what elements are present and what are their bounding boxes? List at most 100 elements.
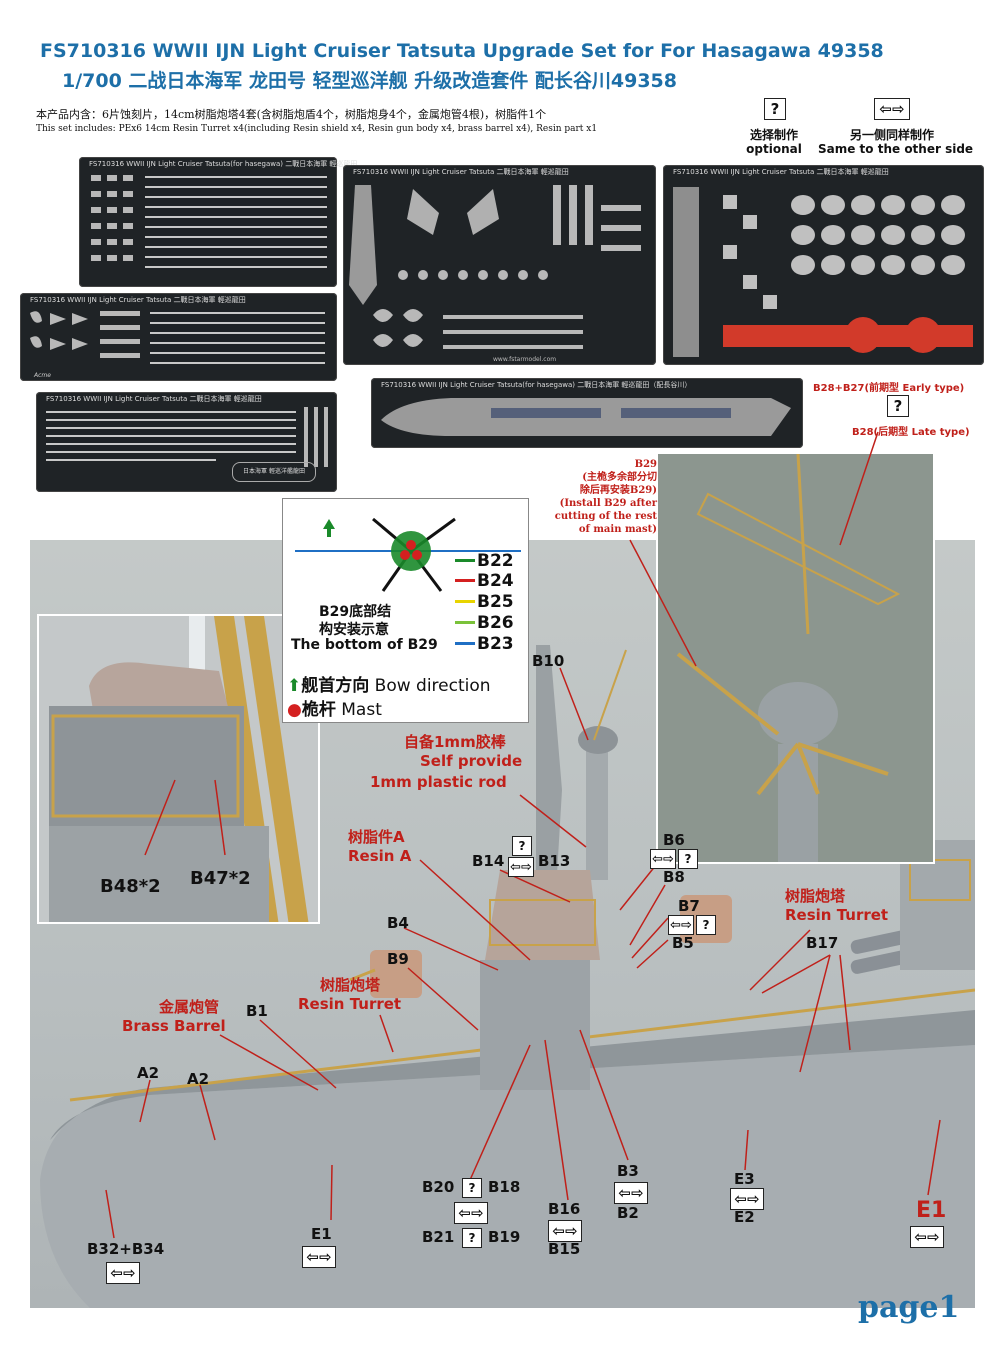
callout-b17: B17 [806,934,839,952]
b29-caption-cn1: B29底部结 [319,604,392,620]
mast-legend: ●桅杆 Mast [287,695,382,720]
e1-right-same-side-icon: ⇦⇨ [910,1226,944,1248]
callout-b48: B48*2 [100,876,161,897]
fret-d-parts [30,311,325,364]
callout-b7: B7 [678,897,700,915]
b23-label: B23 [477,634,514,654]
callout-a2-right: A2 [187,1070,210,1088]
b29-note-line: B29 [634,459,657,470]
callout-b9: B9 [387,950,409,968]
callout-b32-b34: B32+B34 [87,1240,165,1258]
page-number: page1 [858,1290,960,1325]
callout-resin-a-en: Resin A [348,847,412,865]
b24-label: B24 [477,571,514,591]
fret-d-brand: Acme [34,372,51,379]
b25-color-swatch [455,600,475,603]
callout-b6: B6 [663,831,685,849]
mast-en: Mast [341,700,382,720]
fret-a: FS710316 WWII IJN Light Cruiser Tatsuta(… [79,157,357,287]
fret-a-parts [91,175,327,268]
callout-turret-en-right: Resin Turret [785,906,889,924]
mast-early-label: B28+B27(前期型 Early type) [813,383,965,394]
b26-label: B26 [477,613,514,633]
fret-c-title: FS710316 WWII IJN Light Cruiser Tatsuta … [673,168,889,176]
callout-brass-en: Brass Barrel [122,1017,226,1035]
callout-b16: B16 [548,1200,581,1218]
contents-note-cn: 本产品内含：6片蚀刻片，14cm树脂炮塔4套(含树脂炮盾4个，树脂炮身4个，金属… [36,108,547,121]
fret-f-parts [381,398,791,436]
bow-arrow-icon: ⬆ [287,676,302,696]
e1-left-same-side-icon: ⇦⇨ [302,1246,336,1268]
callout-b15: B15 [548,1240,581,1258]
b23-color-swatch [455,642,475,645]
callout-b10: B10 [532,652,565,670]
callout-b2: B2 [617,1204,639,1222]
b18-same-side-icon: ⇦⇨ [454,1202,488,1224]
document-title: FS710316 WWII IJN Light Cruiser Tatsuta … [40,40,884,62]
callout-turret-en-left: Resin Turret [298,995,402,1013]
callout-resin-a-cn: 树脂件A [348,828,405,846]
mast-cn: 桅杆 [301,700,336,720]
b7-same-side-icon: ⇦⇨ [668,915,694,935]
mast-top-detail-photo [656,452,935,864]
callout-brass-cn: 金属炮管 [159,998,220,1016]
callout-e2: E2 [734,1208,755,1226]
callout-rod-en2: 1mm plastic rod [370,773,507,791]
fret-b-title: FS710316 WWII IJN Light Cruiser Tatsuta … [353,168,569,176]
optional-legend-en: optional [746,142,802,156]
fret-f-title: FS710316 WWII IJN Light Cruiser Tatsuta(… [381,381,692,389]
b29-diagram-box: B22 B24 B25 B26 B23 B29底部结 构安装示意 The bot… [282,498,529,723]
b29-caption-cn2: 构安装示意 [319,622,389,638]
fret-b-parts [349,185,641,349]
fret-e-title: FS710316 WWII IJN Light Cruiser Tatsuta … [46,395,262,403]
callout-rod-en1: Self provide [420,752,523,770]
bridge-detail-photo [37,614,320,924]
callout-a2-left: A2 [137,1064,160,1082]
b22-color-swatch [455,559,475,562]
b29-caption-en: The bottom of B29 [291,637,438,653]
callout-b3: B3 [617,1162,639,1180]
b29-note-line: cutting of the rest [554,511,657,522]
b29-install-note: B29 (主桅多余部分切 除后再安装B29) (Install B29 afte… [525,458,657,536]
fret-d: FS710316 WWII IJN Light Cruiser Tatsuta … [20,293,337,381]
callout-b8: B8 [663,868,685,886]
mast-optional-icon: ? [887,395,909,417]
callout-b47: B47*2 [190,868,251,889]
callout-b19: B19 [488,1228,521,1246]
b20-optional-icon: ? [462,1178,482,1198]
callout-b21: B21 [422,1228,455,1246]
callout-b13: B13 [538,852,571,870]
fret-e: FS710316 WWII IJN Light Cruiser Tatsuta … [36,392,337,492]
callout-b14: B14 [472,852,505,870]
same-side-legend-icon: ⇦⇨ [874,98,910,120]
callout-turret-cn-left: 树脂炮塔 [320,976,381,994]
bow-direction-cn: 舰首方向 [301,676,370,696]
bow-direction-legend: ⬆舰首方向 Bow direction [287,671,491,696]
contents-note-en: This set includes: PEx6 14cm Resin Turre… [36,124,598,134]
callout-rod-cn: 自备1mm胶棒 [404,733,506,751]
fret-a-title: FS710316 WWII IJN Light Cruiser Tatsuta(… [89,160,358,168]
b7-optional-icon: ? [696,915,716,935]
fret-b: FS710316 WWII IJN Light Cruiser Tatsuta … [343,165,656,365]
fret-c: FS710316 WWII IJN Light Cruiser Tatsuta … [663,165,984,365]
optional-legend-cn: 选择制作 [749,128,798,142]
b21-optional-icon: ? [462,1228,482,1248]
document-subtitle: 1/700 二战日本海军 龙田号 轻型巡洋舰 升级改造套件 配长谷川49358 [62,70,677,92]
b24-color-swatch [455,579,475,582]
mast-dot-icon: ● [287,700,302,720]
b29-diagram [295,517,521,592]
b32-same-side-icon: ⇦⇨ [106,1262,140,1284]
callout-e3: E3 [734,1170,755,1188]
mast-top-detail [658,454,933,862]
callout-b5: B5 [672,934,694,952]
b29-note-line: (主桅多余部分切 [582,472,657,483]
b22-label: B22 [477,551,514,571]
fret-d-title: FS710316 WWII IJN Light Cruiser Tatsuta … [30,296,246,304]
b6-same-side-icon: ⇦⇨ [650,849,676,869]
callout-b18: B18 [488,1178,521,1196]
b26-color-swatch [455,621,475,624]
b13-same-side-icon: ⇦⇨ [508,857,534,877]
e3-same-side-icon: ⇦⇨ [730,1188,764,1210]
optional-legend-icon: ? [764,98,786,120]
b29-note-line: of main mast) [578,524,657,535]
